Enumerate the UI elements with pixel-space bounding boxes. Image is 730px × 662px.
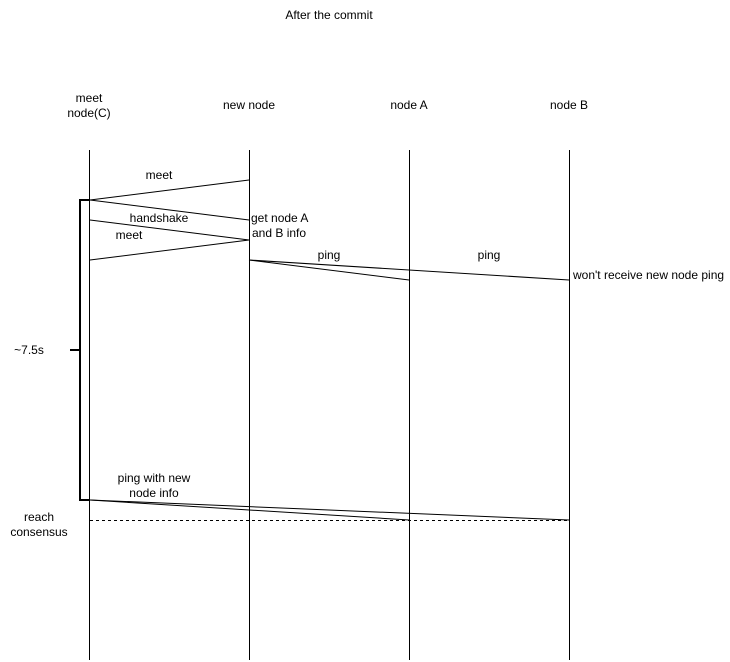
message-meet-2 [89, 239, 250, 261]
duration-bracket [79, 199, 90, 501]
message-handshake [89, 199, 250, 221]
consensus-label-line1: reach [24, 510, 54, 524]
message-ping-a-label: ping [318, 248, 341, 262]
participant-node-b-label: node B [550, 98, 588, 112]
consensus-label-line2: consensus [10, 525, 67, 539]
note-no-receive: won't receive new node ping [572, 268, 724, 282]
message-ping-b-label: ping [478, 248, 501, 262]
participant-new-node-label: new node [223, 98, 275, 112]
message-meet-2-label: meet [116, 228, 143, 242]
message-handshake-label: handshake [130, 211, 189, 225]
message-meet-1-label: meet [146, 168, 173, 182]
message-ping-new-info-label-line2: node info [129, 486, 179, 500]
message-ping-new-info-label-line1: ping with new [118, 471, 191, 485]
message-ping-b [248, 259, 570, 281]
participant-c-label-line2: node(C) [67, 106, 110, 120]
message-ping-new-info-a [89, 499, 410, 521]
duration-label: ~7.5s [14, 343, 44, 357]
note-get-info-line2: and B info [252, 226, 306, 240]
message-ping-a [248, 259, 410, 281]
participant-node-a-label: node A [390, 98, 427, 112]
participant-c-label-line1: meet [76, 91, 103, 105]
message-meet-1 [89, 179, 250, 201]
message-get-info [89, 219, 250, 241]
diagram-title: After the commit [285, 8, 373, 22]
message-ping-new-info-b [89, 499, 570, 521]
note-get-info-line1: get node A [251, 211, 308, 225]
